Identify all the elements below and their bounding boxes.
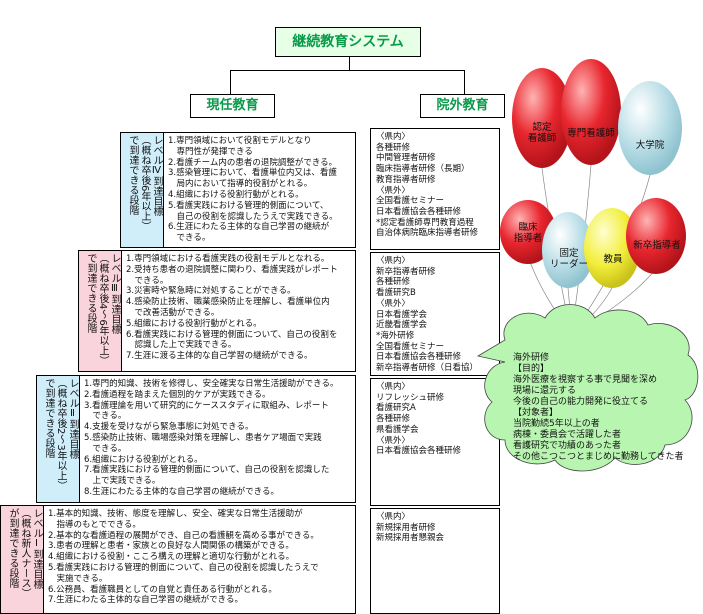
level1-goals: 1.基本的知識、技術、態度を理解し、安全、確実な日常生活援助が 指導のもとででき… <box>44 505 356 614</box>
external-level3: 〈県内〉新卒指導者研修各種研修看護研究B〈県外〉日本看護学会近畿看護学会*海外研… <box>370 252 500 376</box>
right-header: 院外教育 <box>420 94 505 118</box>
left-header: 現任教育 <box>190 94 275 118</box>
balloon-new-grad-instructor: 新卒指導者 <box>633 240 681 251</box>
level2-goals: 1.専門的知識、技術を修得し、安全確実な日常生活援助ができる。2.看護過程を踏ま… <box>80 375 356 503</box>
balloon-teacher: 教員 <box>603 254 623 265</box>
level3-goals: 1.専門領域における看護実践の役割モデルとなれる。2.受持ち患者の退院調整に関わ… <box>122 250 356 372</box>
balloon-clinical-instructor: 臨床 指導者 <box>513 222 543 244</box>
balloon-specialist-nurse: 専門看護師 <box>567 128 615 139</box>
balloon-fixed-leader: 固定 リーダー <box>549 248 588 270</box>
level4-tag: レベルⅣ到達目標（概ね卒後6年以上）で到達できる段階 <box>120 132 164 248</box>
level3-tag: レベルⅢ到達目標（概ね卒後4〜6年以上）で到達できる段階 <box>78 250 122 372</box>
page-title: 継続教育システム <box>275 27 421 57</box>
balloon-certified-nurse: 認定 看護師 <box>527 122 557 144</box>
external-level4: 〈県内〉各種研修中間管理者研修臨床指導者研修（長期）教育指導者研修〈県外〉全国看… <box>370 128 500 250</box>
balloon-graduate-school: 大学院 <box>635 140 665 151</box>
level2-tag: レベルⅡ到達目標（概ね卒後2〜3年以上）で到達できる段階 <box>36 375 80 503</box>
overseas-training-note: 海外研修【目的】海外医療を視察する事で見聞を深め現場に還元する今後の自己の能力開… <box>513 353 684 462</box>
